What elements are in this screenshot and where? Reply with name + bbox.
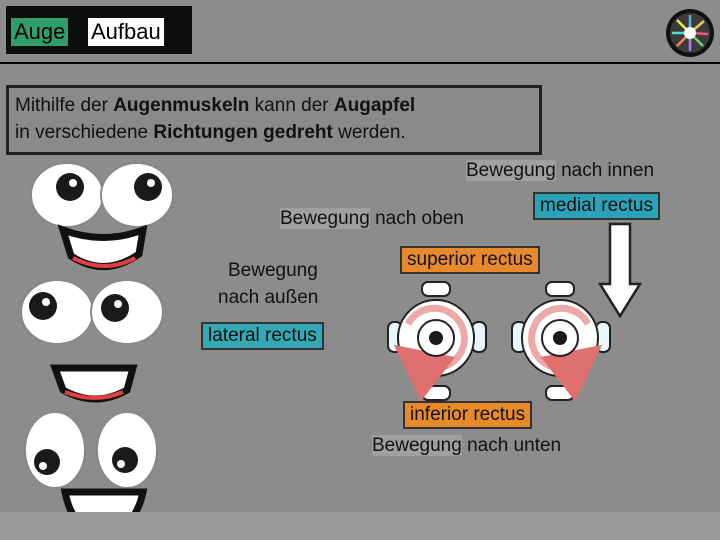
intro-text-box: Mithilfe der Augenmuskeln kann der Augap… xyxy=(6,85,542,155)
tag-inferior-rectus: inferior rectus xyxy=(403,401,533,429)
intro-bold-augapfel: Augapfel xyxy=(333,95,416,116)
label-upward-word: Bewegung xyxy=(280,208,370,229)
title-word-auge: Auge xyxy=(11,18,69,46)
label-outward-line2: nach außen xyxy=(218,287,319,308)
tag-superior-rectus: superior rectus xyxy=(400,246,540,274)
label-downward-word: Bewegung xyxy=(372,435,462,456)
header-divider xyxy=(0,62,720,64)
face-looking-up xyxy=(30,162,174,270)
label-inward-rest: nach innen xyxy=(555,160,655,181)
intro-part4: werden. xyxy=(332,122,406,143)
intro-bold-richtungen: Richtungen gedreht xyxy=(153,122,333,143)
intro-bold-augenmuskeln: Augenmuskeln xyxy=(113,95,250,116)
label-inward: Bewegung nach innen xyxy=(466,160,654,182)
face-looking-outward xyxy=(20,279,164,403)
bottom-stripe xyxy=(0,512,720,540)
eyeball-right xyxy=(511,281,611,402)
tag-lateral-rectus: lateral rectus xyxy=(201,322,324,350)
intro-part1: Mithilfe der xyxy=(15,95,114,116)
label-upward: Bewegung nach oben xyxy=(280,208,464,230)
intro-part3: in verschiedene xyxy=(15,122,154,143)
label-downward-rest: nach unten xyxy=(461,435,562,456)
logo-icon xyxy=(666,9,714,57)
title-word-aufbau: Aufbau xyxy=(88,18,164,46)
down-arrow-icon xyxy=(598,222,642,319)
label-outward-line1: Bewegung xyxy=(228,260,318,281)
label-downward: Bewegung nach unten xyxy=(372,435,561,457)
intro-part2: kann der xyxy=(249,95,334,116)
eyeball-diagrams xyxy=(387,281,611,402)
faces-illustration xyxy=(20,162,174,538)
eyeball-left xyxy=(387,281,487,402)
label-inward-word: Bewegung xyxy=(466,160,556,181)
label-upward-rest: nach oben xyxy=(369,208,464,229)
tag-medial-rectus: medial rectus xyxy=(533,192,660,220)
